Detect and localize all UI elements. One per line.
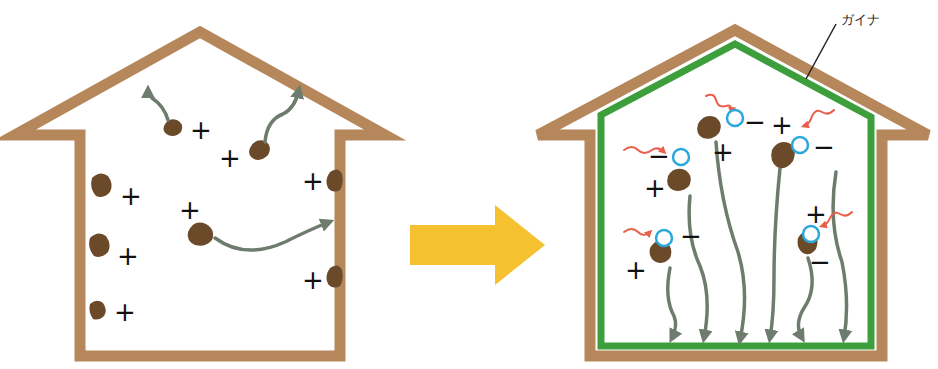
charge-sign: − [809,249,831,275]
charge-sign: + [302,267,324,293]
charge-sign: + [625,257,647,283]
charge-sign: + [190,117,212,143]
particles [89,119,343,319]
charge-sign: − [813,134,835,160]
charge-sign: + [771,112,793,138]
settling-arrows [668,142,847,340]
charge-sign: + [302,168,324,194]
transition-arrow [410,205,545,285]
leader-line [806,24,836,79]
callout-label: ガイナ [841,13,880,26]
charge-sign: + [117,243,139,269]
charge-sign: + [644,175,666,201]
charge-sign: − [648,143,670,169]
charge-sign: + [114,299,136,325]
charge-sign: + [805,201,827,227]
house-outline [15,32,385,356]
charge-sign: + [219,145,241,171]
charge-sign: + [179,197,201,223]
house-outline [538,30,928,356]
charge-sign: − [680,223,702,249]
charge-sign: + [712,139,734,165]
charge-sign: − [744,109,766,135]
charge-sign: + [120,183,142,209]
motion-arrows [148,90,329,250]
coating-layer [601,44,871,346]
emission-arrows [624,95,852,235]
